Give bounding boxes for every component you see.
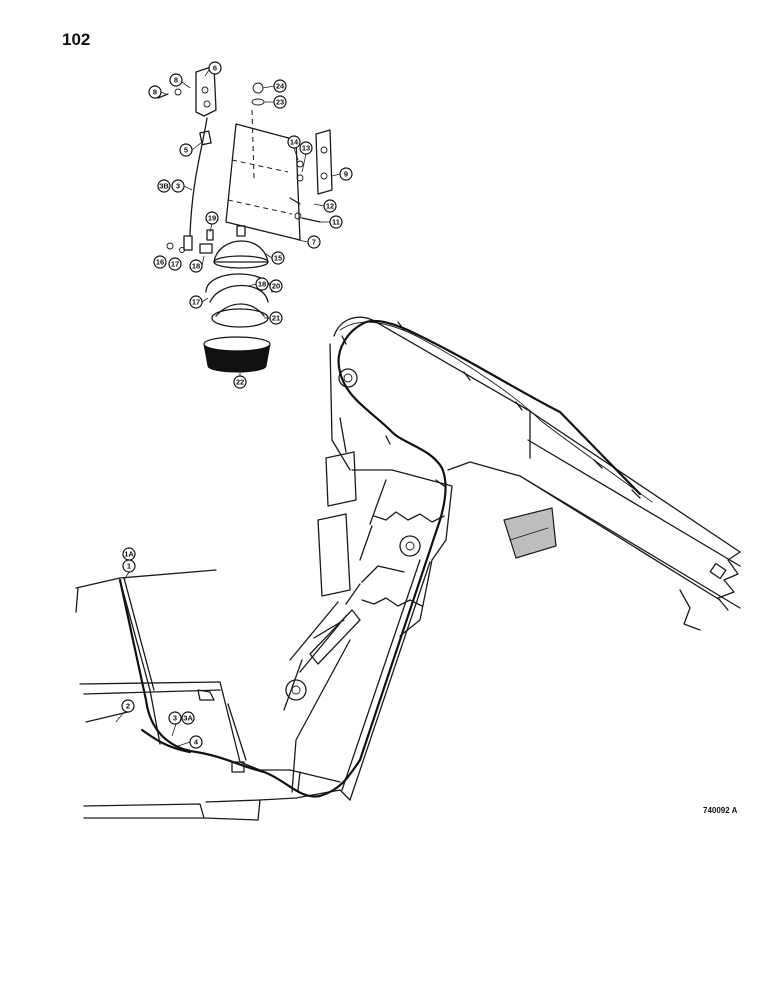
svg-text:15: 15 xyxy=(274,254,282,263)
lamp-housing xyxy=(213,240,269,263)
boom-cut-end xyxy=(717,551,741,611)
cylinder-bottom xyxy=(309,609,361,665)
callout-3: 3 xyxy=(171,179,185,193)
cylinder-lower xyxy=(317,513,351,597)
svg-text:17: 17 xyxy=(171,260,179,269)
svg-text:23: 23 xyxy=(276,98,284,107)
callout-12: 12 xyxy=(323,199,337,213)
harness-main xyxy=(118,319,642,798)
callout-6: 6 xyxy=(208,61,222,75)
callout-15: 15 xyxy=(271,251,285,265)
frame-top-line xyxy=(75,569,217,589)
svg-text:24: 24 xyxy=(276,82,285,91)
washer-top xyxy=(251,98,265,106)
svg-text:20: 20 xyxy=(272,282,280,291)
callout-9: 9 xyxy=(339,167,353,181)
callout-3b: 3B xyxy=(157,179,171,193)
svg-text:5: 5 xyxy=(184,146,188,155)
svg-text:18: 18 xyxy=(258,280,266,289)
svg-text:7: 7 xyxy=(312,238,316,247)
work-light-assembly xyxy=(157,65,333,373)
callout-21: 21 xyxy=(269,311,283,325)
callout-5: 5 xyxy=(179,143,193,157)
boom-bottom-edge xyxy=(447,461,721,601)
boom-structure xyxy=(75,316,741,821)
light-cable xyxy=(189,117,208,236)
svg-text:17: 17 xyxy=(192,298,200,307)
callout-16: 16 xyxy=(153,255,167,269)
svg-text:6: 6 xyxy=(213,64,217,73)
callout-11: 11 xyxy=(329,215,343,229)
callout-1: 1 xyxy=(122,559,136,573)
callout-23: 23 xyxy=(273,95,287,109)
callout-8a: 8 xyxy=(148,85,162,99)
harness-secondary xyxy=(339,321,653,503)
nut-top xyxy=(252,82,264,94)
dipper-long-right xyxy=(349,561,431,801)
svg-text:8: 8 xyxy=(174,76,178,85)
drawing-reference-code: 740092 A xyxy=(703,806,738,815)
light-assembly-leaders xyxy=(160,69,341,376)
svg-text:8: 8 xyxy=(153,88,157,97)
callout-22: 22 xyxy=(233,375,247,389)
svg-text:4: 4 xyxy=(194,738,199,747)
svg-text:18: 18 xyxy=(192,262,200,271)
callout-24: 24 xyxy=(273,79,287,93)
svg-text:3: 3 xyxy=(176,182,180,191)
svg-text:1: 1 xyxy=(127,562,131,571)
callout-4: 4 xyxy=(189,735,203,749)
bucket-pin xyxy=(285,679,307,701)
svg-text:14: 14 xyxy=(290,138,299,147)
dipper-long-left xyxy=(291,639,351,793)
cylinder-upper xyxy=(325,451,357,507)
harness-clamp xyxy=(231,761,245,773)
callout-14: 14 xyxy=(287,135,301,149)
mounting-bracket-right xyxy=(315,129,333,195)
callout-7: 7 xyxy=(307,235,321,249)
page-number: 102 xyxy=(62,30,91,49)
boom-left-edge xyxy=(329,343,351,471)
dipper-right-edge xyxy=(391,469,453,637)
svg-text:21: 21 xyxy=(272,314,280,323)
dipper-pin xyxy=(399,535,421,557)
callout-18a: 18 xyxy=(189,259,203,273)
callout-3-lower: 3 xyxy=(168,711,182,725)
callout-1a: 1A xyxy=(122,547,136,561)
svg-text:9: 9 xyxy=(344,170,348,179)
svg-text:19: 19 xyxy=(208,214,216,223)
callout-19: 19 xyxy=(205,211,219,225)
svg-text:22: 22 xyxy=(236,378,244,387)
callout-2: 2 xyxy=(121,699,135,713)
break-line-1 xyxy=(373,511,445,523)
svg-text:2: 2 xyxy=(126,702,130,711)
svg-text:16: 16 xyxy=(156,258,164,267)
callouts-harness: 1A 1 2 3 3A 4 xyxy=(121,547,203,749)
boom-pivot-pin xyxy=(338,368,358,388)
callout-3a: 3A xyxy=(181,711,195,725)
callout-18b: 18 xyxy=(255,277,269,291)
callout-20: 20 xyxy=(269,279,283,293)
svg-text:3B: 3B xyxy=(159,182,169,191)
screw-top-left xyxy=(157,93,169,99)
wiring-harness xyxy=(118,319,653,798)
svg-text:3A: 3A xyxy=(183,714,193,723)
callout-13: 13 xyxy=(299,141,313,155)
svg-text:12: 12 xyxy=(326,202,334,211)
callout-17b: 17 xyxy=(189,295,203,309)
svg-text:3: 3 xyxy=(173,714,177,723)
callout-17a: 17 xyxy=(168,257,182,271)
cab-post xyxy=(119,579,161,745)
svg-text:1A: 1A xyxy=(124,550,134,559)
frame-bottom-line xyxy=(83,803,205,819)
callout-8b: 8 xyxy=(169,73,183,87)
boom-mounting-plate xyxy=(503,507,557,559)
frame-mid-line xyxy=(79,681,291,771)
harness-leaders xyxy=(115,571,191,747)
svg-text:13: 13 xyxy=(302,144,310,153)
callouts-light-assembly: 8 8 6 24 23 5 14 13 9 3B 3 12 11 19 7 16… xyxy=(148,61,353,389)
svg-text:11: 11 xyxy=(332,218,340,227)
